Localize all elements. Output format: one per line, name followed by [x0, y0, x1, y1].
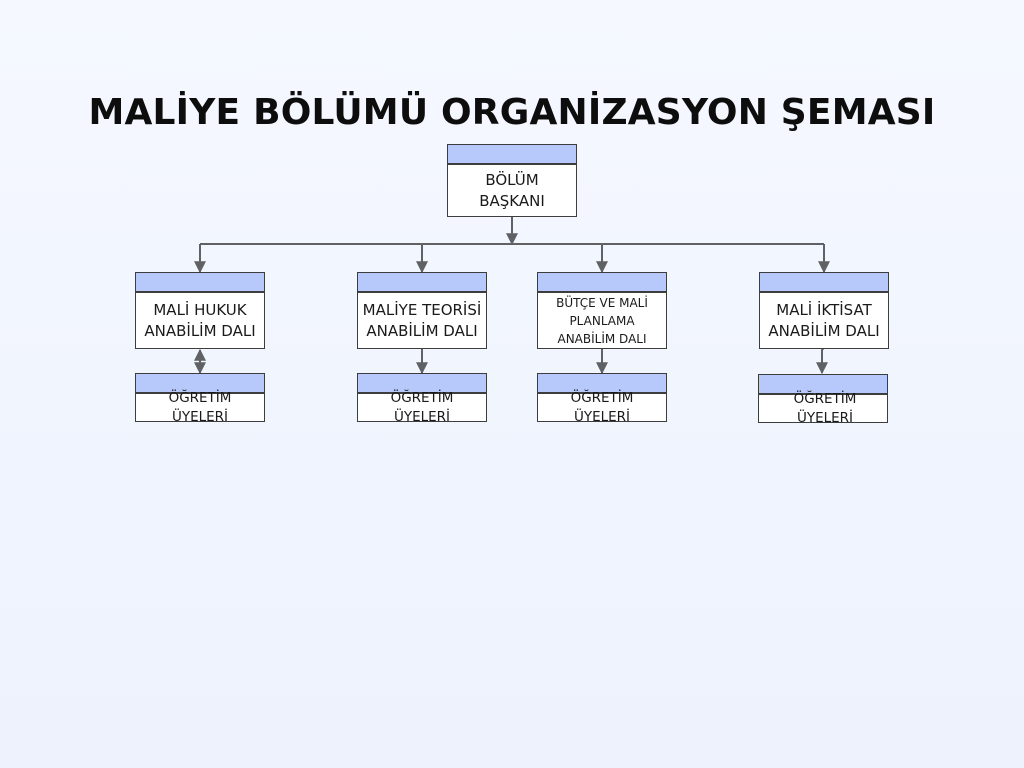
root-node: BÖLÜM BAŞKANI	[447, 144, 577, 217]
root-node-label: BÖLÜM BAŞKANI	[447, 164, 577, 217]
department-label: MALİ İKTİSAT ANABİLİM DALI	[759, 292, 889, 349]
staff-node-header	[758, 374, 888, 394]
department-node-maliye-teorisi: MALİYE TEORİSİ ANABİLİM DALI	[357, 272, 487, 349]
root-node-header	[447, 144, 577, 164]
department-node-header	[537, 272, 667, 292]
staff-node-mali-hukuk: ÖĞRETİM ÜYELERİ	[135, 373, 265, 425]
staff-label: ÖĞRETİM ÜYELERİ	[537, 390, 667, 425]
department-node-header	[135, 272, 265, 292]
department-label: BÜTÇE VE MALİ PLANLAMA ANABİLİM DALI	[537, 292, 667, 349]
staff-label: ÖĞRETİM ÜYELERİ	[758, 391, 888, 426]
staff-label: ÖĞRETİM ÜYELERİ	[357, 390, 487, 425]
staff-node-header	[357, 373, 487, 393]
page-title: MALİYE BÖLÜMÜ ORGANİZASYON ŞEMASI	[88, 92, 936, 133]
staff-node-mali-iktisat: ÖĞRETİM ÜYELERİ	[758, 374, 888, 426]
department-node-mali-iktisat: MALİ İKTİSAT ANABİLİM DALI	[759, 272, 889, 349]
staff-connector-4	[816, 344, 828, 375]
department-label: MALİYE TEORİSİ ANABİLİM DALI	[357, 292, 487, 349]
department-node-header	[759, 272, 889, 292]
department-node-mali-hukuk: MALİ HUKUK ANABİLİM DALI	[135, 272, 265, 349]
staff-node-header	[537, 373, 667, 393]
staff-node-header	[135, 373, 265, 393]
department-label: MALİ HUKUK ANABİLİM DALI	[135, 292, 265, 349]
department-node-butce-ve-mali-planlama: BÜTÇE VE MALİ PLANLAMA ANABİLİM DALI	[537, 272, 667, 349]
staff-node-maliye-teorisi: ÖĞRETİM ÜYELERİ	[357, 373, 487, 425]
staff-label: ÖĞRETİM ÜYELERİ	[135, 390, 265, 425]
department-node-header	[357, 272, 487, 292]
staff-node-butce-ve-mali-planlama: ÖĞRETİM ÜYELERİ	[537, 373, 667, 425]
